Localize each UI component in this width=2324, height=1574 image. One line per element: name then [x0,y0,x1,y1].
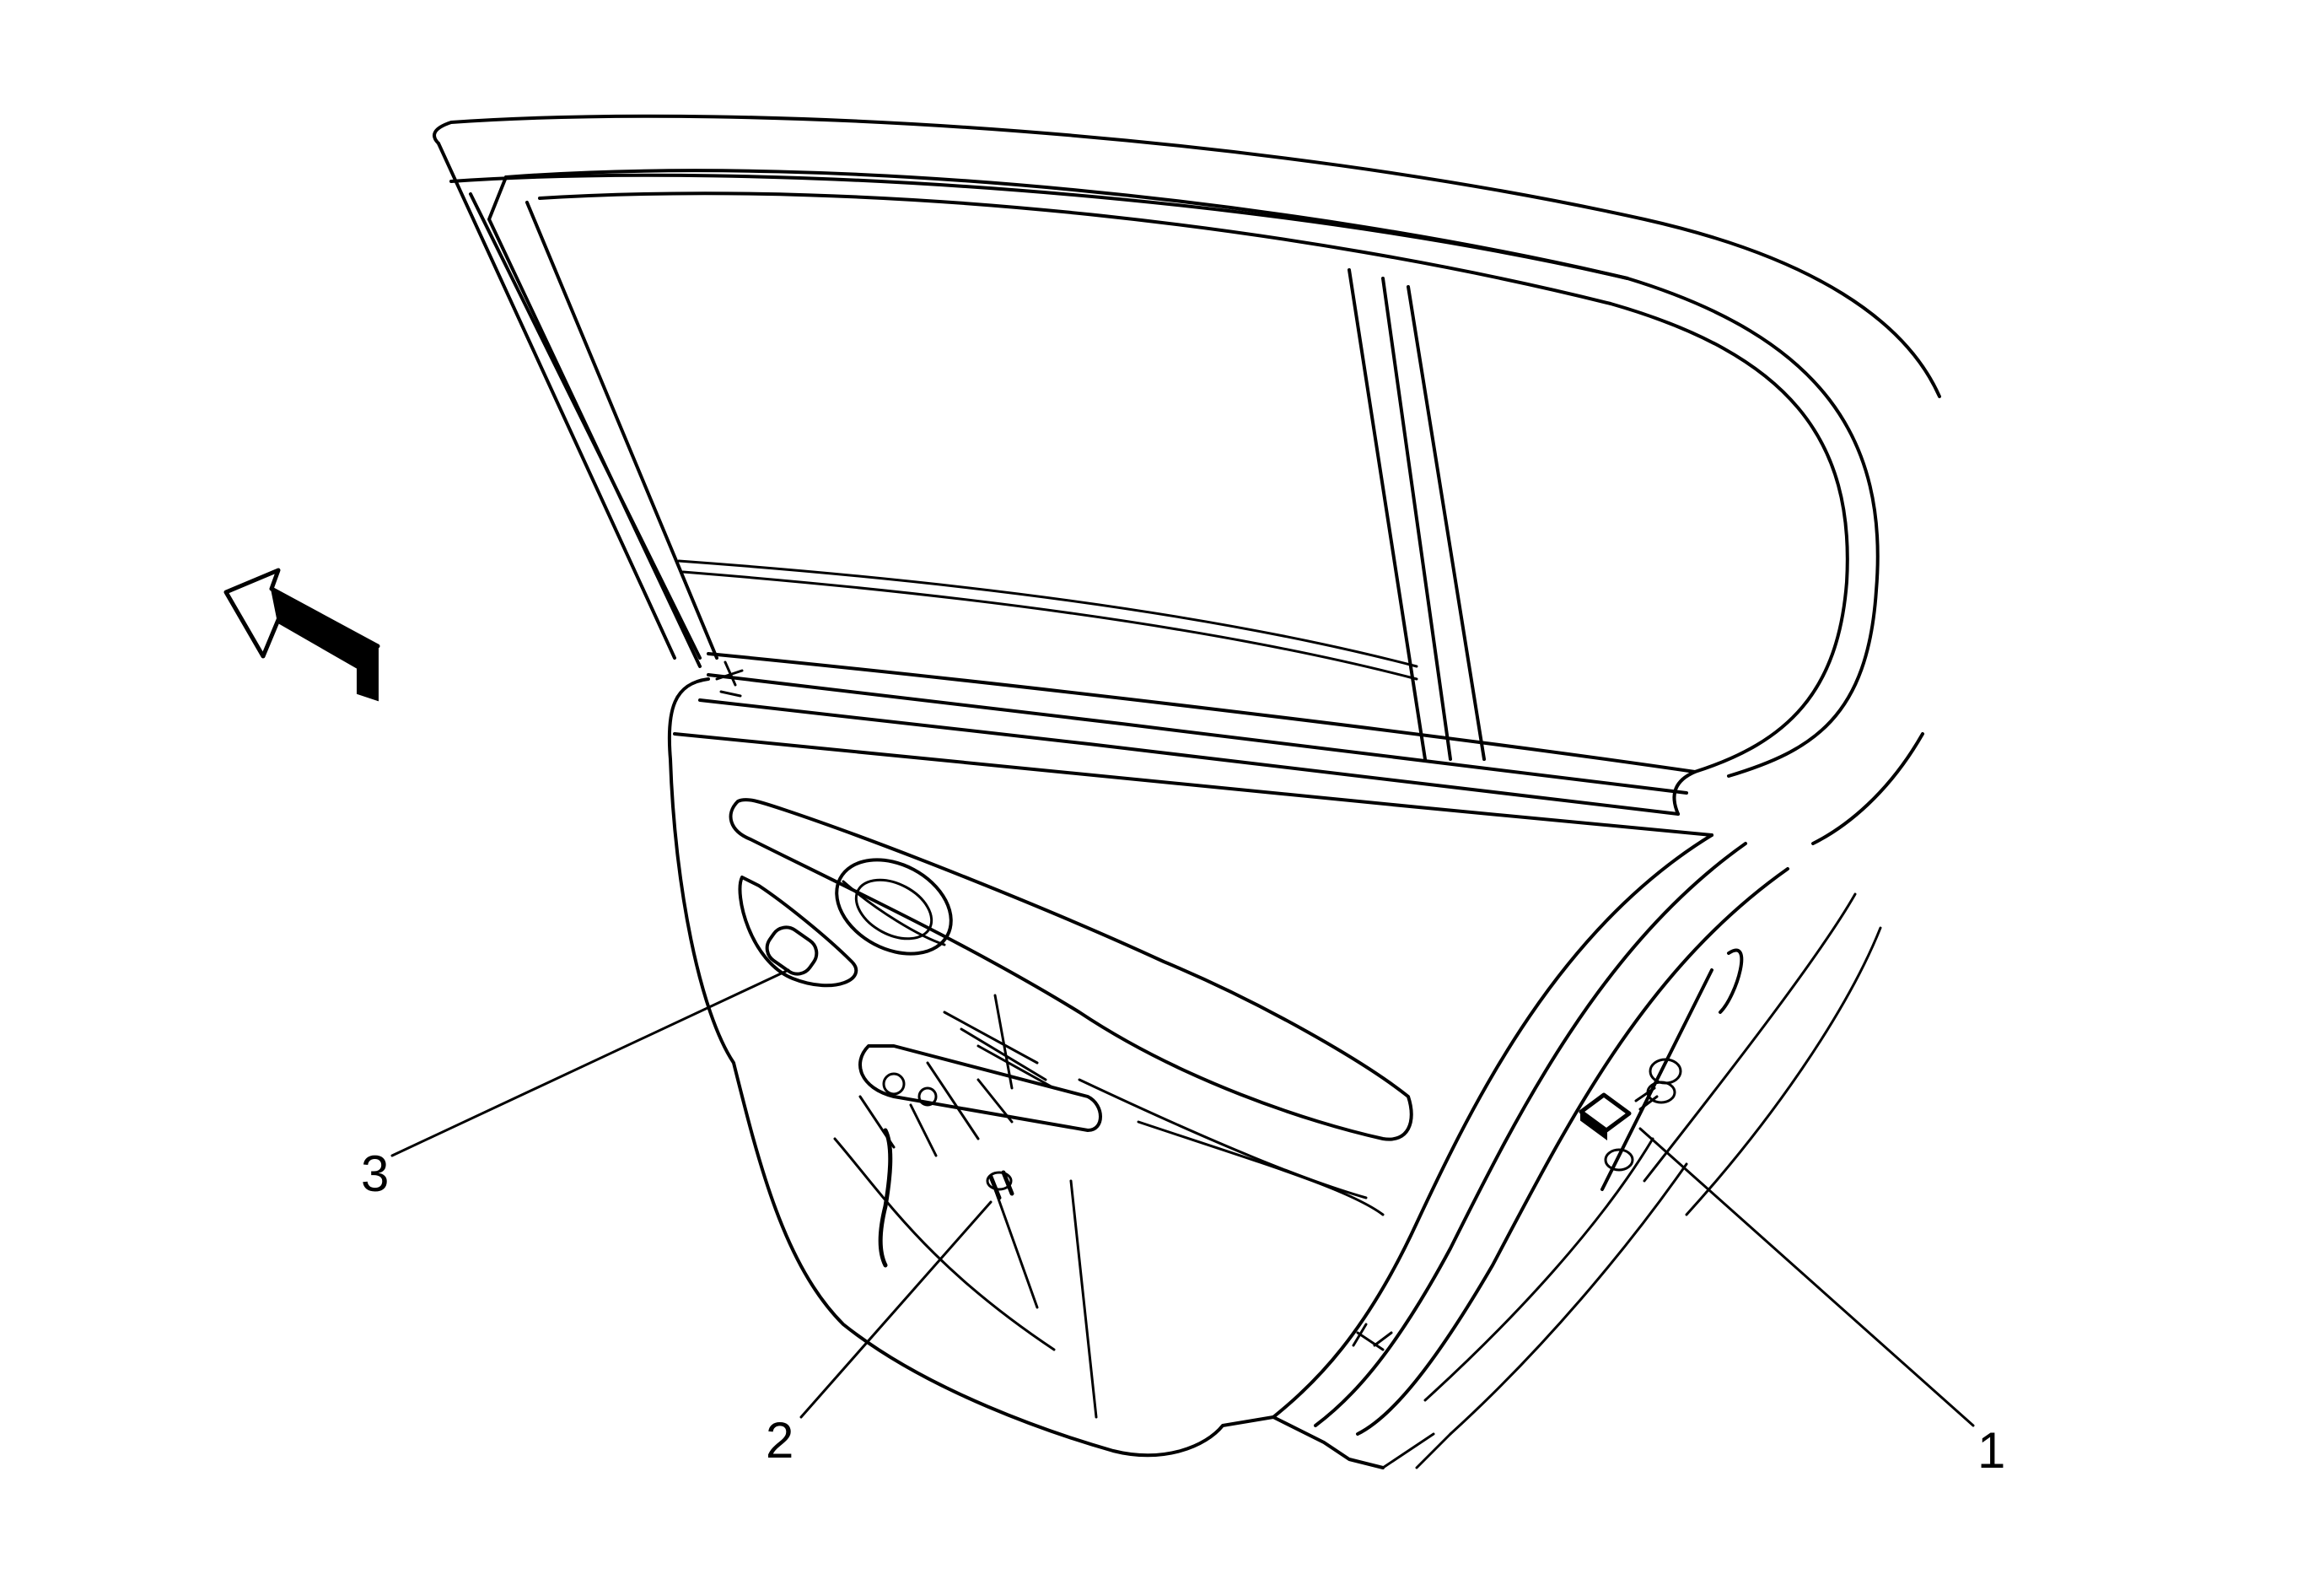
rear-door-window-frame [437,142,1849,816]
callout-label-3: 3 [361,1145,389,1202]
vehicle-body-outline [433,114,1941,1216]
leader-line-1 [1638,1127,1975,1427]
callout-label-2: 2 [766,1412,793,1469]
direction-arrow-icon [223,568,380,702]
retainer-clip-icon [1579,1086,1659,1140]
leader-line-3 [390,968,790,1157]
leader-line-2 [799,1200,993,1419]
door-trim-panel [667,677,1713,1458]
fastener-icon [986,1170,1014,1200]
leader-lines [390,968,1975,1427]
door-edge-structure [1272,833,1789,1469]
window-switch [765,925,819,976]
callout-label-1: 1 [1977,1422,2005,1479]
